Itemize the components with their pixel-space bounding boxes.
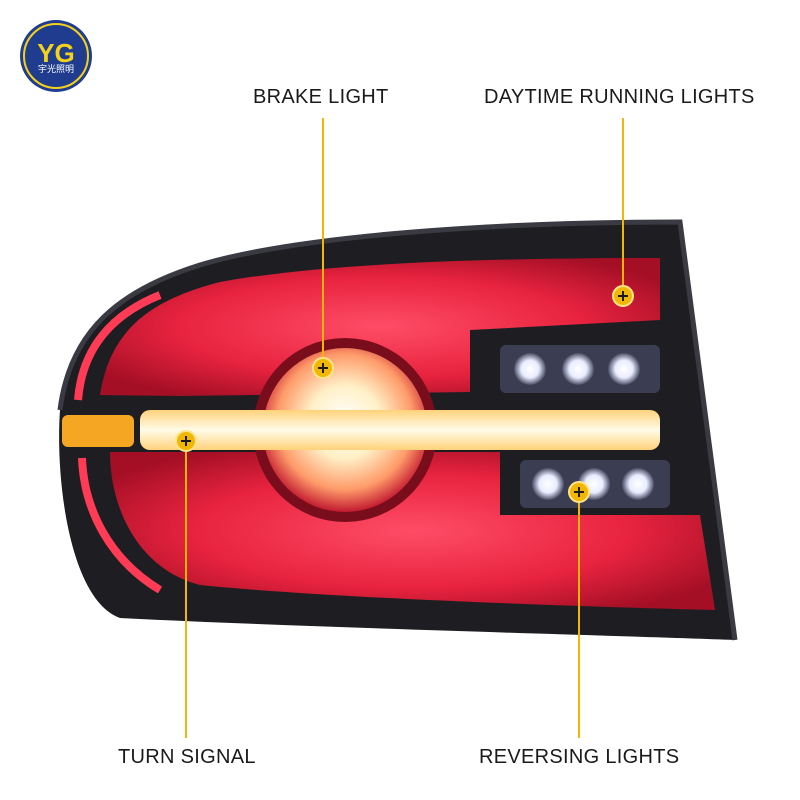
side-rib — [74, 291, 162, 401]
callout-marker-reversing — [568, 481, 590, 503]
svg-text:YG: YG — [37, 38, 75, 68]
lower-red-lens — [110, 452, 715, 610]
reversing-led — [514, 353, 546, 385]
reversing-led — [608, 353, 640, 385]
callout-marker-turn — [175, 430, 197, 452]
daytime-running-lights-label: DAYTIME RUNNING LIGHTS — [484, 86, 755, 108]
callout-marker-brake — [312, 357, 334, 379]
reversing-led — [532, 468, 564, 500]
brake-light-label: BRAKE LIGHT — [253, 86, 389, 108]
callout-marker-drl — [612, 285, 634, 307]
brand-logo-text: 宇光照明 — [37, 65, 74, 75]
lamp-housing-rim — [57, 219, 738, 641]
reversing-led — [562, 353, 594, 385]
light-bar — [140, 410, 660, 450]
brand-logo: YG — [20, 20, 92, 92]
side-rib — [78, 457, 163, 594]
upper-red-lens — [100, 258, 660, 396]
turn-signal-label: TURN SIGNAL — [118, 746, 256, 768]
reversing-lights-label: REVERSING LIGHTS — [479, 746, 680, 768]
turn-signal-amber — [62, 415, 134, 447]
reversing-led — [622, 468, 654, 500]
